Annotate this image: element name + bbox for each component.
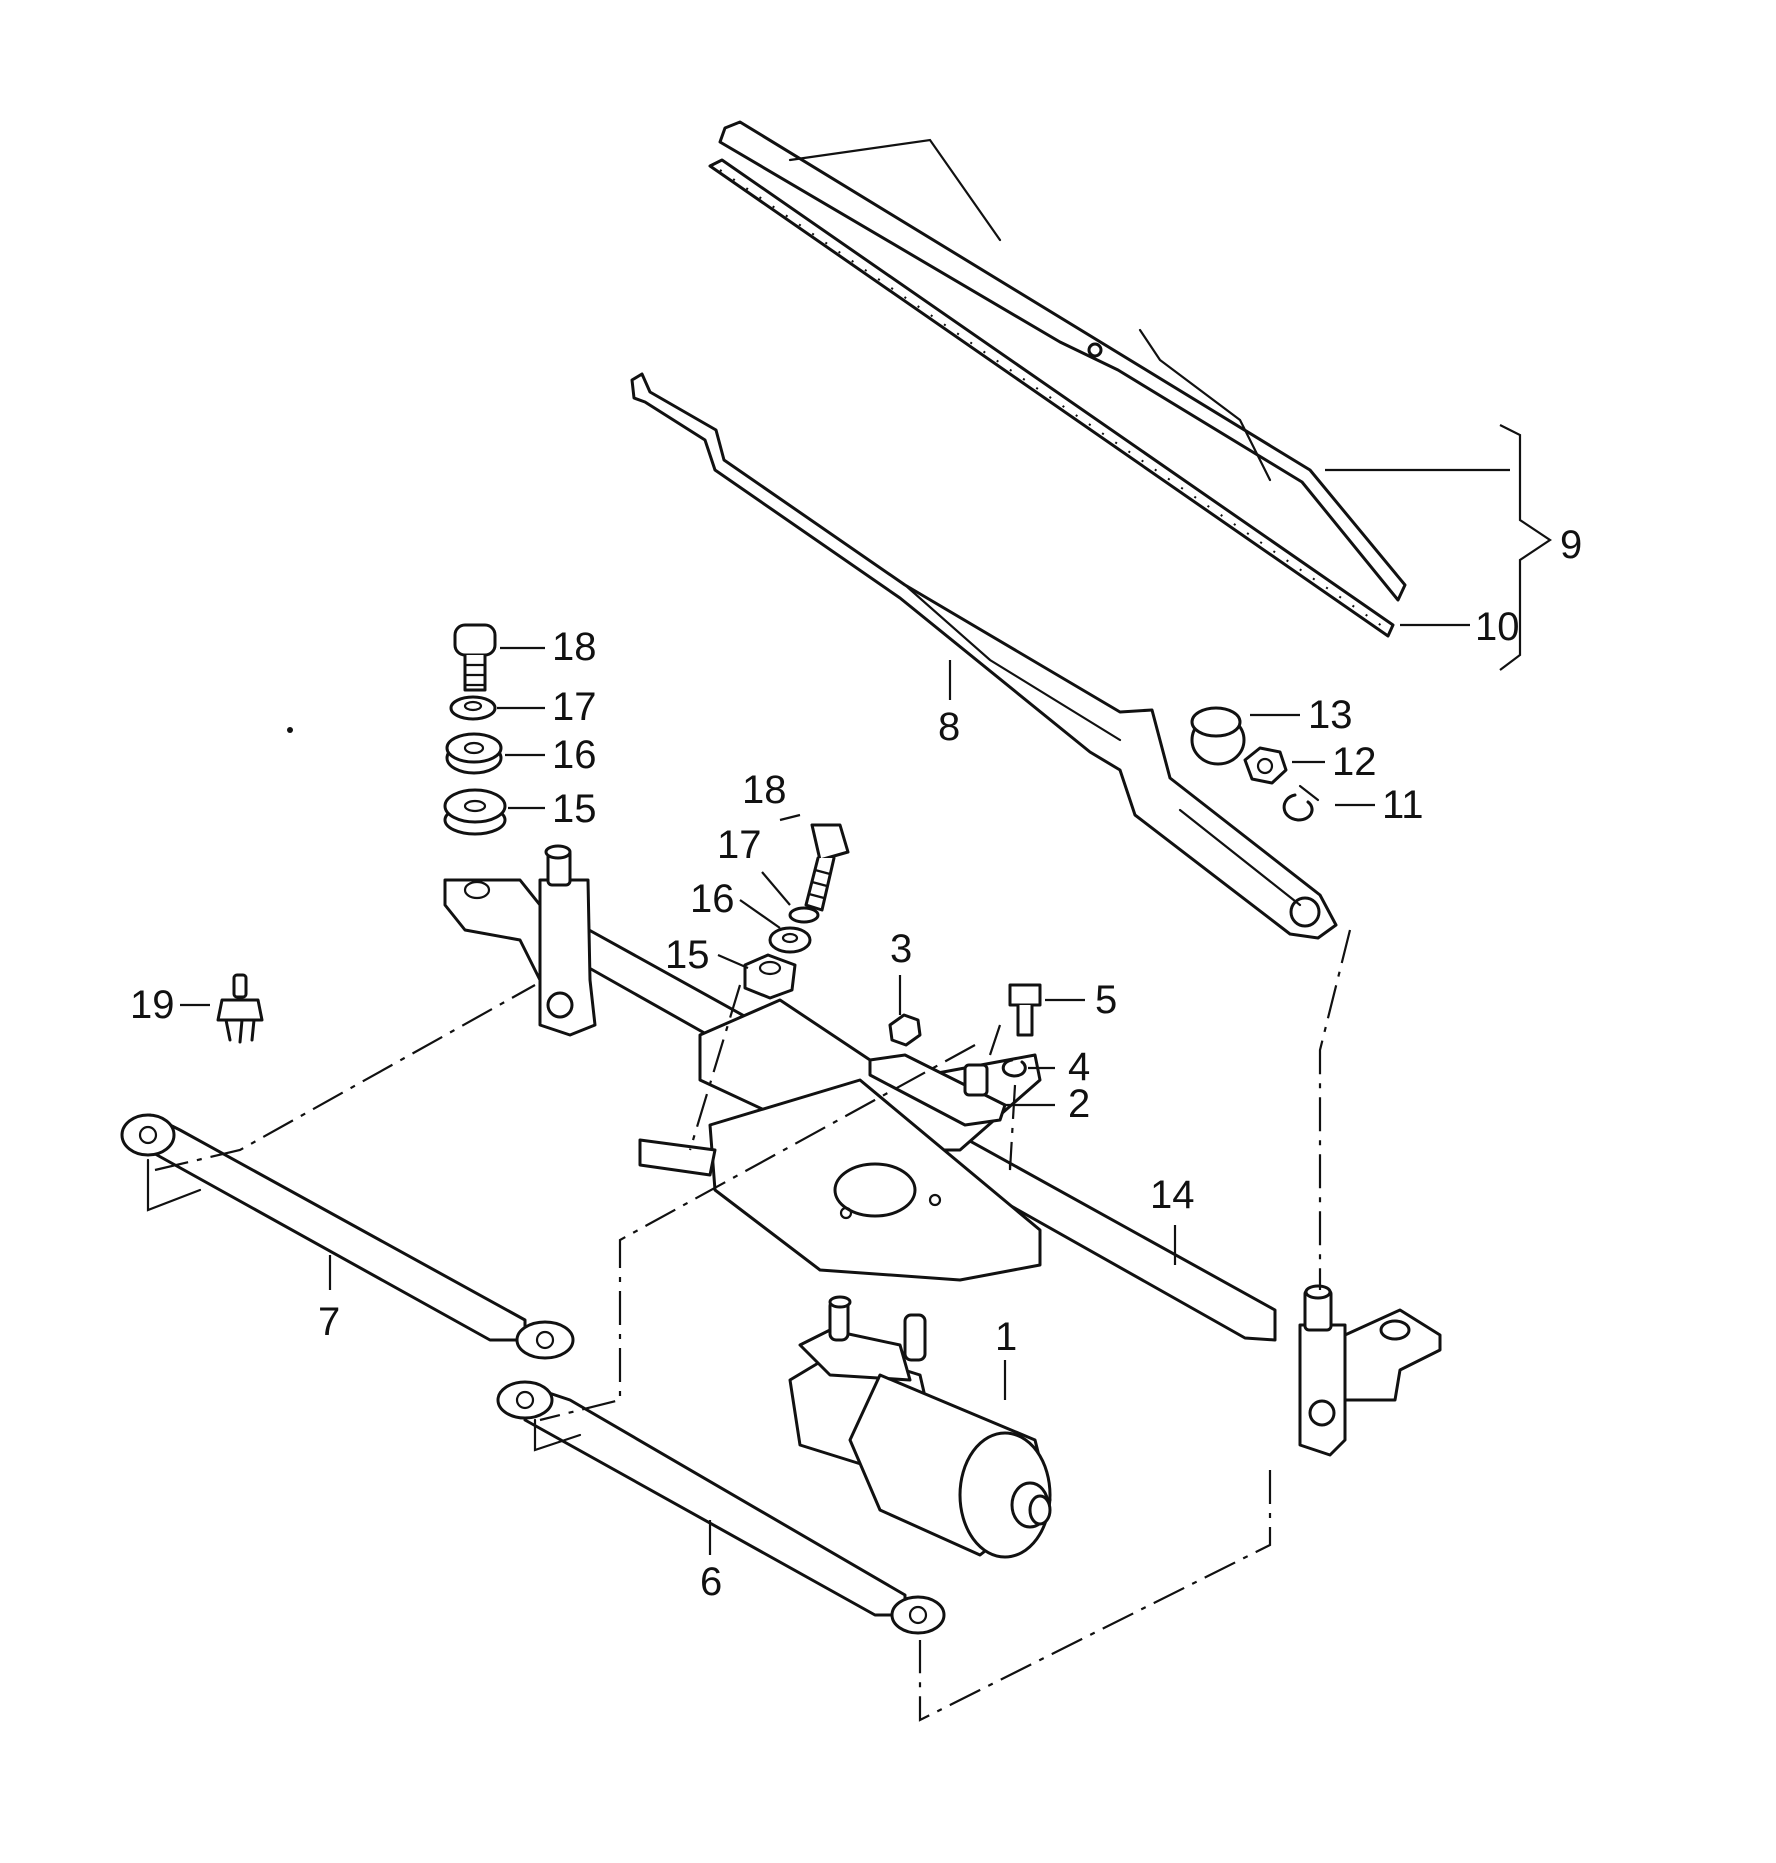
crank-rod-lower [496, 1380, 946, 1635]
callout-9: 9 [1560, 523, 1582, 567]
pivot-right [1298, 1284, 1442, 1457]
callout-12: 12 [1332, 740, 1377, 784]
wiper-arm [630, 372, 1338, 940]
callout-3: 3 [890, 927, 912, 971]
grommet-center [743, 953, 797, 1000]
hex-nut [1243, 746, 1288, 785]
assembly-lines [154, 929, 1352, 1722]
callout-17-center: 17 [717, 823, 762, 867]
leader-lines [180, 424, 1552, 1555]
hex-nut-small [888, 1013, 922, 1047]
crank-rod-upper [120, 1113, 575, 1360]
bolt-small [1008, 983, 1042, 1037]
callout-16-center: 16 [690, 877, 735, 921]
bracket [868, 1053, 1007, 1127]
pivot-left [443, 844, 597, 1037]
callout-2: 2 [1068, 1082, 1090, 1126]
wiper-motor [788, 1295, 1052, 1559]
spacer-left [445, 732, 503, 775]
callout-6: 6 [700, 1560, 722, 1604]
spacer-center [768, 926, 812, 954]
callout-10: 10 [1475, 605, 1520, 649]
callout-14: 14 [1150, 1173, 1195, 1217]
callout-13: 13 [1308, 693, 1353, 737]
stray-dot [287, 727, 293, 733]
bolt-left [453, 623, 497, 692]
callout-16-left: 16 [552, 733, 597, 777]
washer-small [1001, 1058, 1027, 1078]
grommet-left [443, 788, 507, 836]
clip [216, 973, 264, 1044]
cap [1190, 706, 1246, 766]
washer-left [449, 695, 497, 721]
spring-washer [1282, 784, 1320, 822]
callout-1: 1 [995, 1315, 1017, 1359]
callout-7: 7 [318, 1300, 340, 1344]
callout-labels: 1 2 3 4 5 6 7 8 9 10 11 12 13 14 15 16 1… [130, 523, 1582, 1604]
callout-5: 5 [1095, 978, 1117, 1022]
callout-15-left: 15 [552, 787, 597, 831]
callout-18-left: 18 [552, 625, 597, 669]
callout-19: 19 [130, 983, 175, 1027]
callout-15-center: 15 [665, 933, 710, 977]
bolt-center [804, 823, 850, 912]
washer-center [788, 906, 820, 924]
callout-8: 8 [938, 705, 960, 749]
linkage-frame [573, 923, 1277, 1342]
callout-4: 4 [1068, 1045, 1090, 1089]
wiper-blade [708, 120, 1407, 638]
callout-18-center: 18 [742, 768, 787, 812]
callout-17-left: 17 [552, 685, 597, 729]
callout-11: 11 [1382, 783, 1424, 827]
